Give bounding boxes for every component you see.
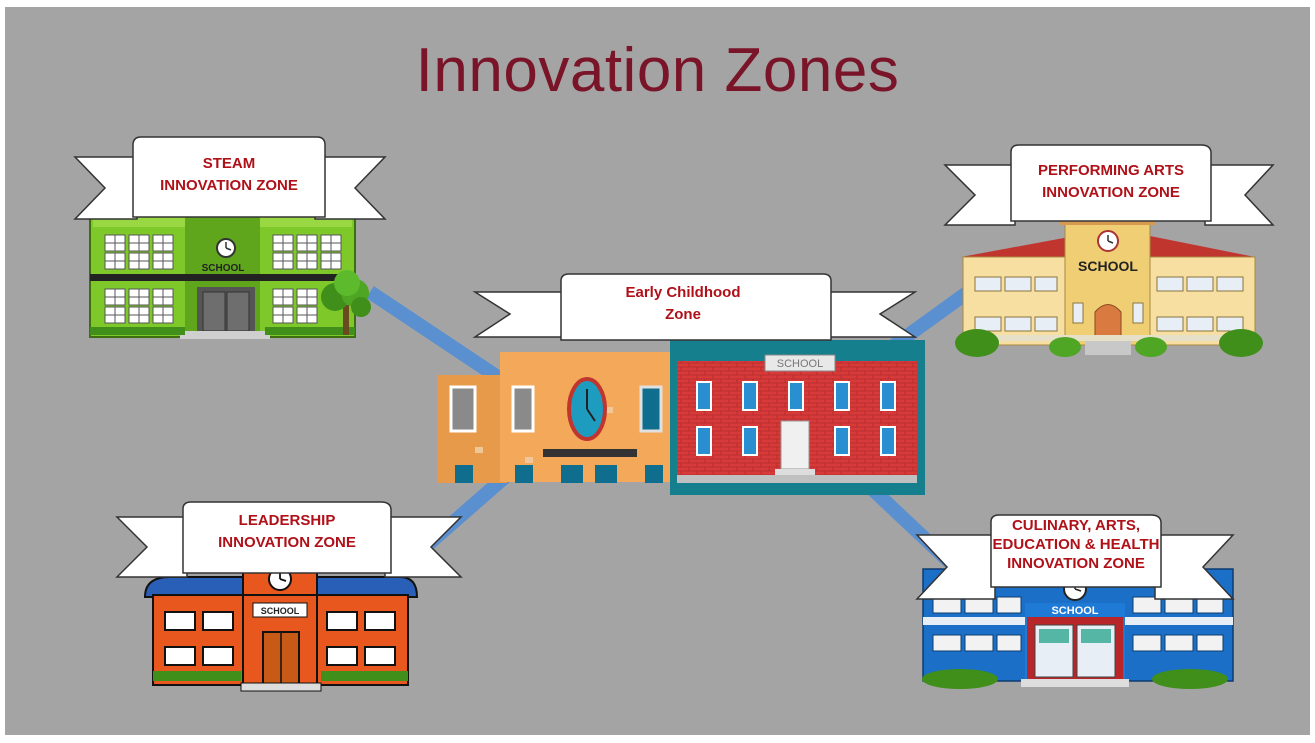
early-childhood-zone-label-line2: Zone: [665, 306, 701, 323]
tree-icon: [321, 270, 371, 335]
culinary-zone-banner: CULINARY, ARTS, EDUCATION & HEALTH INNOV…: [915, 514, 1235, 600]
culinary-zone-label-line2: EDUCATION & HEALTH: [993, 536, 1160, 553]
leadership-school-sign: SCHOOL: [261, 606, 300, 616]
leadership-zone-banner: LEADERSHIP INNOVATION ZONE: [115, 501, 463, 578]
steam-school-building: SCHOOL: [89, 211, 371, 339]
connector-steam: [366, 286, 509, 388]
early-childhood-zone-banner: Early Childhood Zone: [472, 273, 918, 341]
steam-zone-label-line1: STEAM: [203, 155, 256, 172]
performing-arts-zone-banner: PERFORMING ARTS INNOVATION ZONE: [943, 144, 1275, 226]
steam-zone-label-line2: INNOVATION ZONE: [160, 177, 298, 194]
leadership-zone-label-line1: LEADERSHIP: [239, 512, 336, 529]
culinary-zone-label-line1: CULINARY, ARTS,: [1012, 517, 1140, 534]
early-childhood-school-sign: SCHOOL: [777, 358, 823, 370]
performing-arts-school-building: SCHOOL: [955, 215, 1263, 357]
slide: Innovation Zones: [5, 7, 1310, 735]
leadership-zone-label-line2: INNOVATION ZONE: [218, 534, 356, 551]
culinary-zone-label-line3: INNOVATION ZONE: [1007, 555, 1145, 572]
performing-arts-school-sign: SCHOOL: [1078, 258, 1138, 274]
performing-arts-zone-label-line2: INNOVATION ZONE: [1042, 184, 1180, 201]
performing-arts-zone-label-line1: PERFORMING ARTS: [1038, 162, 1184, 179]
early-childhood-zone-label-line1: Early Childhood: [625, 284, 740, 301]
culinary-school-sign: SCHOOL: [1051, 605, 1098, 617]
slide-title: Innovation Zones: [415, 36, 900, 105]
steam-zone-banner: STEAM INNOVATION ZONE: [73, 136, 387, 220]
leadership-school-building: SCHOOL: [143, 561, 419, 692]
early-childhood-school-building: SCHOOL: [437, 340, 925, 495]
steam-school-sign: SCHOOL: [202, 263, 245, 274]
diagram-canvas: SCHOOL STEAM INNOVATION ZONE: [73, 136, 1275, 692]
